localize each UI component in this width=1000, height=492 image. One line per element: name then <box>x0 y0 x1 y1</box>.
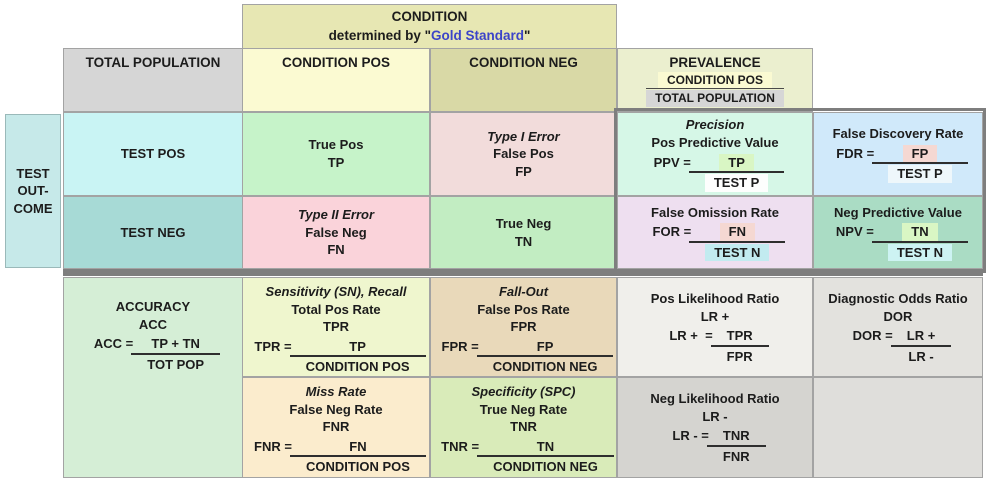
total-population-header: TOTAL POPULATION <box>63 48 243 112</box>
false-neg-cell: Type II Error False Neg FN <box>242 196 430 269</box>
for-formula: FOR = FN TEST N <box>653 223 786 262</box>
tpr-formula: TPR = TP CONDITION POS <box>254 338 426 376</box>
fdr-cell: False Discovery Rate FDR = FP TEST P <box>813 112 983 196</box>
type-1-error-tag: Type I Error <box>487 128 560 144</box>
test-pos-row-header: TEST POS <box>63 112 243 196</box>
dor-formula: DOR = LR + LR - <box>853 327 952 365</box>
gold-standard-text: Gold Standard <box>431 27 525 43</box>
test-neg-row-header: TEST NEG <box>63 196 243 269</box>
true-pos-cell: True Pos TP <box>242 112 430 196</box>
miss-rate-cell: Miss Rate False Neg Rate FNR FNR = FN CO… <box>242 377 430 478</box>
for-cell: False Omission Rate FOR = FN TEST N <box>617 196 813 269</box>
precision-tag: Precision <box>685 117 745 133</box>
pos-lr-formula: LR + = TPR FPR <box>669 327 769 365</box>
fpr-formula: FPR = FP CONDITION NEG <box>442 338 614 376</box>
sensitivity-tag: Sensitivity (SN), Recall <box>265 284 407 299</box>
condition-subtitle: determined by "Gold Standard" <box>328 27 531 43</box>
false-pos-cell: Type I Error False Pos FP <box>430 112 617 196</box>
empty-cell <box>813 377 983 478</box>
accuracy-cell: ACCURACY ACC ACC = TP + TN TOT POP <box>63 277 243 478</box>
type-2-error-tag: Type II Error <box>297 207 375 223</box>
neg-lr-formula: LR - = TNR FNR <box>672 427 766 465</box>
fdr-formula: FDR = FP TEST P <box>836 144 968 183</box>
sensitivity-cell: Sensitivity (SN), Recall Total Pos Rate … <box>242 277 430 377</box>
fallout-cell: Fall-Out False Pos Rate FPR FPR = FP CON… <box>430 277 617 377</box>
fnr-formula: FNR = FN CONDITION POS <box>254 438 426 476</box>
prevalence-fraction: CONDITION POS TOTAL POPULATION <box>646 72 784 107</box>
tnr-formula: TNR = TN CONDITION NEG <box>441 438 614 476</box>
npv-cell: Neg Predictive Value NPV = TN TEST N <box>813 196 983 269</box>
horizontal-divider <box>63 269 983 276</box>
test-outcome-label: TEST OUT- COME <box>5 114 61 268</box>
ppv-formula: PPV = TP TEST P <box>654 153 785 192</box>
npv-formula: NPV = TN TEST N <box>836 223 969 262</box>
diagnostic-odds-ratio-cell: Diagnostic Odds Ratio DOR DOR = LR + LR … <box>813 277 983 377</box>
ppv-cell: Precision Pos Predictive Value PPV = TP … <box>617 112 813 196</box>
prevalence-title: PREVALENCE <box>669 55 761 70</box>
specificity-cell: Specificity (SPC) True Neg Rate TNR TNR … <box>430 377 617 478</box>
condition-header-cell: CONDITION determined by "Gold Standard" <box>242 4 617 49</box>
fallout-tag: Fall-Out <box>498 284 549 299</box>
miss-rate-tag: Miss Rate <box>305 384 367 399</box>
pos-likelihood-ratio-cell: Pos Likelihood Ratio LR + LR + = TPR FPR <box>617 277 813 377</box>
condition-neg-header: CONDITION NEG <box>430 48 617 112</box>
condition-pos-header: CONDITION POS <box>242 48 430 112</box>
accuracy-formula: ACC = TP + TN TOT POP <box>94 335 221 373</box>
prevalence-cell: PREVALENCE CONDITION POS TOTAL POPULATIO… <box>617 48 813 112</box>
neg-likelihood-ratio-cell: Neg Likelihood Ratio LR - LR - = TNR FNR <box>617 377 813 478</box>
condition-title: CONDITION <box>391 9 468 25</box>
specificity-tag: Specificity (SPC) <box>471 384 576 399</box>
true-neg-cell: True Neg TN <box>430 196 617 269</box>
